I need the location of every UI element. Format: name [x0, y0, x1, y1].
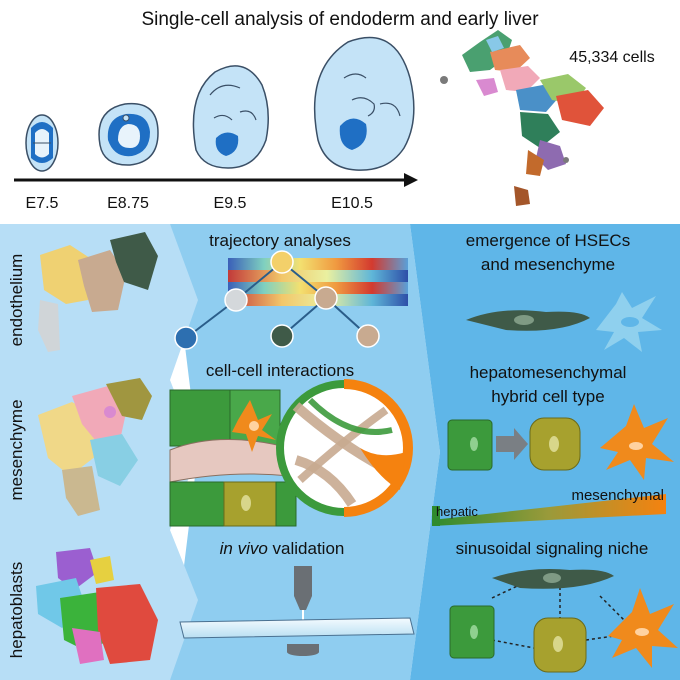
cell-icon [533, 617, 587, 673]
hybrid-heading-2: hybrid cell type [491, 387, 604, 406]
stage-label: E7.5 [26, 195, 59, 212]
embryo-icon [25, 114, 59, 172]
stage-label: E8.75 [107, 195, 149, 212]
embryo-icon [98, 102, 159, 166]
hsec-heading-1: emergence of HSECs [466, 231, 630, 250]
cell-icon [447, 419, 493, 471]
hepatic-mesenchymal-gradient [432, 494, 666, 526]
hsec-heading-2: and mesenchyme [481, 255, 615, 274]
gradient-label-hepatic: hepatic [436, 504, 478, 519]
umap-icon [38, 378, 152, 516]
arrow-icon [496, 428, 528, 460]
umap-icon [36, 548, 158, 664]
trajectory-heading: trajectory analyses [209, 231, 351, 250]
cell-icon [596, 292, 662, 352]
stage-label: E9.5 [214, 195, 247, 212]
niche-heading: sinusoidal signaling niche [456, 539, 649, 558]
embryo-icon [313, 36, 415, 171]
umap-icon [440, 30, 604, 206]
umap-icon [38, 232, 158, 352]
microscope-icon [179, 566, 415, 656]
row-label-mesenchyme: mesenchyme [7, 399, 26, 500]
figure-title: Single-cell analysis of endoderm and ear… [141, 9, 539, 30]
stage-label: E10.5 [331, 195, 373, 212]
cell-icon [449, 605, 495, 659]
chevron-divider [170, 530, 198, 680]
interactions-heading: cell-cell interactions [206, 361, 354, 380]
niche-connections [491, 579, 631, 649]
cell-icon [466, 310, 590, 331]
gradient-label-mesenchymal: mesenchymal [571, 487, 664, 504]
embryo-icon [192, 65, 269, 169]
cell-icon [600, 404, 674, 480]
cell-icon [608, 588, 678, 668]
cell-count: 45,334 cells [569, 49, 654, 66]
chord-diagram-icon [276, 379, 413, 517]
timeline-arrow [14, 173, 418, 187]
cell-icon [529, 417, 581, 471]
validation-heading: in vivo validation [220, 539, 345, 558]
row-label-endothelium: endothelium [7, 254, 26, 347]
row-label-hepatoblasts: hepatoblasts [7, 562, 26, 658]
cell-icon [492, 569, 614, 589]
trajectory-tree [174, 250, 380, 350]
hybrid-heading-1: hepatomesenchymal [470, 363, 627, 382]
